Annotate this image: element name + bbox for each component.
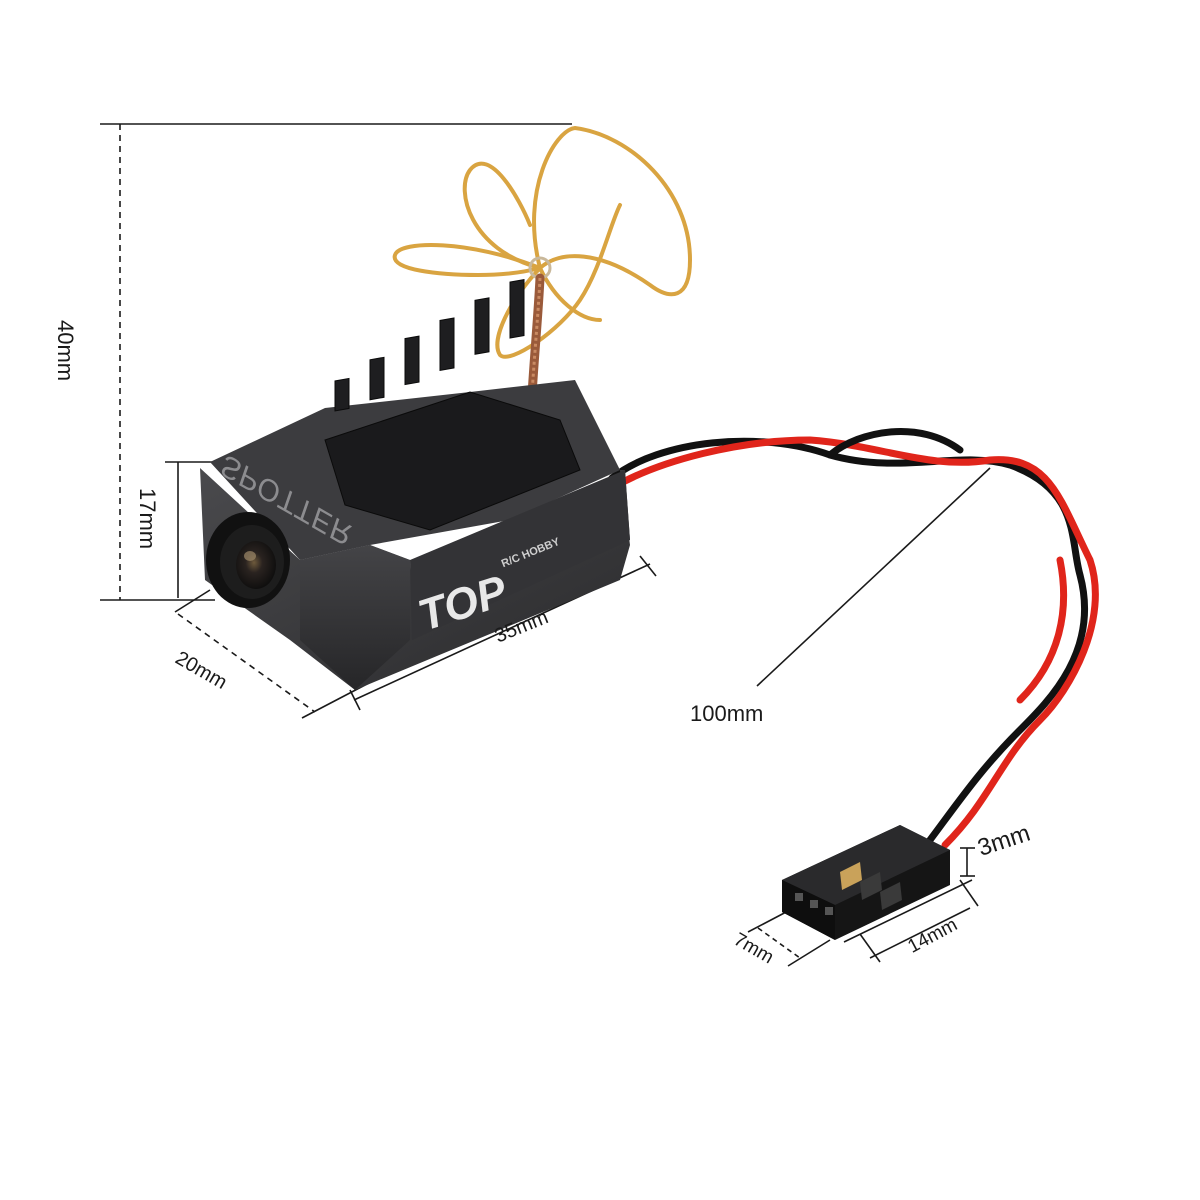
dimension-lines xyxy=(100,123,991,967)
camera-body xyxy=(200,279,630,690)
servo-connector-icon xyxy=(782,825,950,940)
camera-lens-icon xyxy=(206,512,290,608)
dimension-label-height-total: 40mm xyxy=(53,320,78,382)
dimension-label-cable-length: 100mm xyxy=(690,701,764,726)
power-wires xyxy=(608,428,1099,849)
heatsink-icon xyxy=(324,279,581,531)
antenna-icon xyxy=(392,125,693,359)
dimension-label-height-body: 17mm xyxy=(135,488,160,550)
